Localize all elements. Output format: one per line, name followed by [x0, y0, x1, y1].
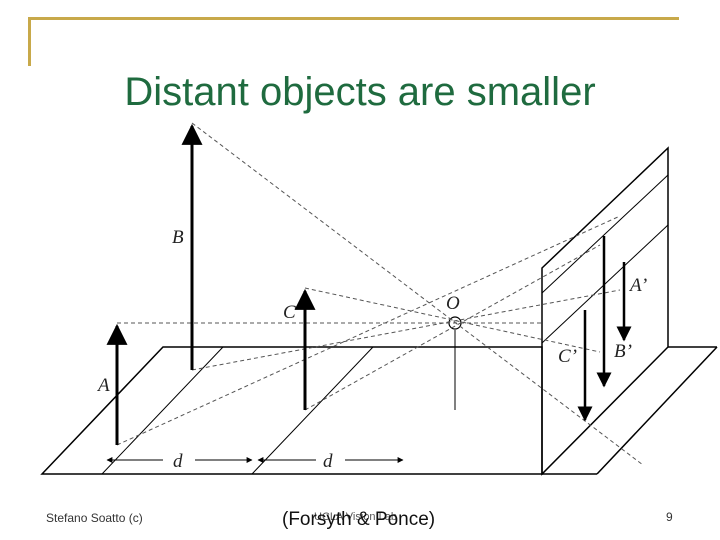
- frame-top-rule: [28, 17, 679, 20]
- footer-author: Stefano Soatto (c): [46, 511, 143, 525]
- label-o: O: [446, 293, 460, 314]
- label-d-left: d: [173, 451, 183, 472]
- label-b: B: [172, 227, 184, 248]
- label-d-right: d: [323, 451, 333, 472]
- label-a: A: [96, 375, 110, 396]
- page-number: 9: [666, 510, 673, 524]
- projection-rays: [116, 122, 644, 466]
- label-c: C: [283, 302, 296, 323]
- label-b-prime: B’: [614, 341, 632, 362]
- frame-left-rule: [28, 17, 31, 66]
- ground-plane: [40, 346, 718, 475]
- label-c-prime: C’: [558, 346, 577, 367]
- figure-credit: (Forsyth & Ponce): [282, 509, 436, 530]
- footer-course: UCLA Vision Lab: [314, 511, 397, 523]
- label-a-prime: A’: [628, 275, 647, 296]
- slide-title: Distant objects are smaller: [124, 70, 596, 114]
